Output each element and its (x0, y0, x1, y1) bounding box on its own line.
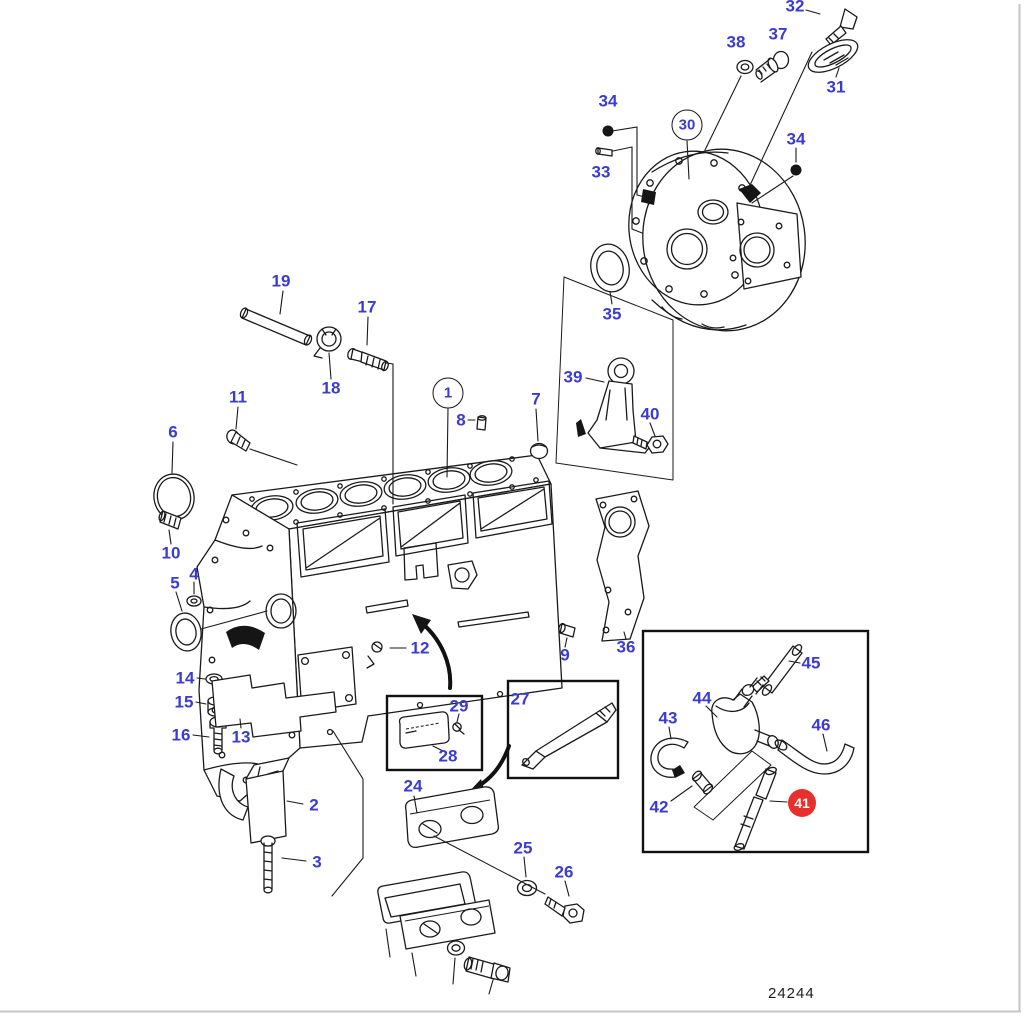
cover-plate-31 (807, 39, 859, 73)
inset-box-plate (385, 694, 484, 772)
callout-30[interactable]: 30 (671, 109, 703, 141)
callout-9[interactable]: 9 (560, 645, 570, 665)
clamp-18 (313, 326, 342, 359)
callout-45[interactable]: 45 (801, 653, 821, 673)
callout-24[interactable]: 24 (403, 776, 423, 796)
callout-5[interactable]: 5 (170, 573, 180, 593)
callout-46[interactable]: 46 (811, 715, 831, 735)
callout-14[interactable]: 14 (175, 668, 195, 688)
callout-12[interactable]: 12 (410, 638, 430, 658)
seal-ring-35 (590, 243, 630, 293)
plate-24 (404, 786, 500, 849)
callout-26[interactable]: 26 (554, 862, 574, 882)
callout-41[interactable]: 41 (788, 789, 816, 817)
callout-38[interactable]: 38 (726, 32, 746, 52)
callout-11[interactable]: 11 (229, 387, 247, 407)
callout-36[interactable]: 36 (616, 637, 636, 657)
callout-35[interactable]: 35 (602, 304, 622, 324)
timing-gasket-36 (595, 490, 650, 642)
bolt-37 (755, 50, 790, 83)
bolt-26 (544, 896, 585, 924)
callout-31[interactable]: 31 (826, 77, 846, 97)
washer-38 (736, 59, 754, 75)
callout-44[interactable]: 44 (692, 688, 712, 708)
callout-28[interactable]: 28 (438, 746, 458, 766)
callout-7[interactable]: 7 (531, 389, 541, 409)
callout-34[interactable]: 34 (598, 91, 618, 111)
inset-box-fuel-kit (641, 629, 870, 854)
callout-37[interactable]: 37 (768, 24, 788, 44)
washer-4 (186, 595, 202, 607)
bearing-cap-2 (218, 757, 290, 844)
bolt-3 (260, 835, 276, 894)
callout-32[interactable]: 32 (785, 0, 805, 16)
callout-6[interactable]: 6 (168, 422, 178, 442)
callout-42[interactable]: 42 (649, 797, 669, 817)
pin-33 (595, 147, 613, 157)
flange-plate-13 (211, 674, 337, 738)
callout-18[interactable]: 18 (321, 378, 341, 398)
nut-34-left (602, 125, 614, 137)
callout-2[interactable]: 2 (309, 795, 319, 815)
callout-8[interactable]: 8 (456, 410, 466, 430)
pin-8 (476, 415, 487, 431)
callout-40[interactable]: 40 (640, 404, 660, 424)
callout-39[interactable]: 39 (563, 367, 583, 387)
bolt-40 (632, 435, 669, 454)
callout-1[interactable]: 1 (432, 377, 464, 409)
bolt-23 (463, 956, 511, 983)
drawing-number: 24244 (768, 985, 815, 1002)
bolt-11 (226, 429, 251, 452)
callout-25[interactable]: 25 (513, 838, 533, 858)
callout-16[interactable]: 16 (171, 725, 191, 745)
pipe-19 (239, 307, 313, 346)
leader-lines (168, 9, 840, 995)
callout-17[interactable]: 17 (357, 297, 377, 317)
washer-22 (446, 940, 466, 956)
bracket-39 (576, 357, 653, 454)
callout-19[interactable]: 19 (271, 271, 291, 291)
callout-29[interactable]: 29 (449, 696, 469, 716)
callout-4[interactable]: 4 (189, 564, 199, 584)
callout-13[interactable]: 13 (231, 727, 251, 747)
callout-43[interactable]: 43 (658, 708, 678, 728)
callout-33[interactable]: 33 (591, 162, 611, 182)
pointer-arrows (412, 614, 511, 795)
inset-box-sealant (506, 679, 620, 780)
plug-10 (158, 510, 182, 530)
plate-21 (399, 899, 496, 950)
alignment-frame (555, 276, 674, 481)
callout-27[interactable]: 27 (510, 689, 530, 709)
callout-3[interactable]: 3 (312, 852, 322, 872)
callout-10[interactable]: 10 (161, 543, 181, 563)
callout-15[interactable]: 15 (174, 692, 194, 712)
nut-34-right (790, 164, 802, 176)
seal-ring-5 (170, 612, 202, 652)
callout-34[interactable]: 34 (786, 129, 806, 149)
fitting-17 (347, 348, 389, 372)
flywheel-housing (628, 148, 806, 332)
page-border (0, 4, 1021, 1013)
plug-7 (529, 442, 549, 460)
